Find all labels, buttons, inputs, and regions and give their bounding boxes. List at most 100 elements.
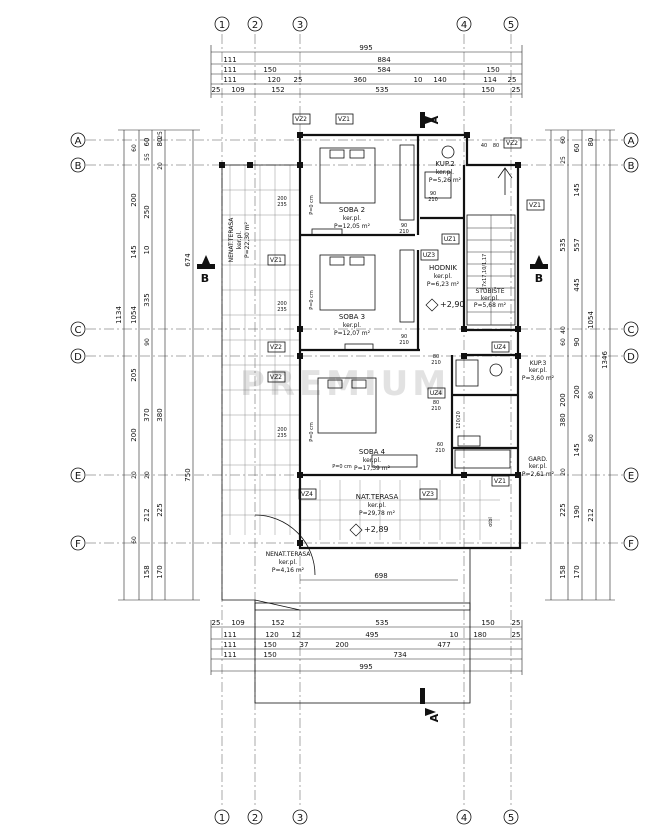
sill-note: P=0 cm	[332, 464, 352, 470]
door-size: 210	[399, 340, 409, 346]
room-floor: ker.pl.	[434, 273, 452, 280]
room-floor: ker.pl.	[481, 295, 499, 302]
section-markers: A A B B	[197, 112, 548, 722]
dim-left-small-0: 25	[157, 131, 164, 139]
dim-bot-r2-3: 495	[365, 631, 378, 639]
terrace-hatch	[222, 165, 500, 540]
axis-label-4-bottom: 4	[461, 813, 467, 824]
dim-top-r3-3: 150	[486, 66, 499, 74]
dim-top-r5-5: 25	[512, 86, 521, 94]
window-tag: VZ1	[270, 257, 282, 264]
room-area: P=2,61 m²	[522, 471, 555, 478]
window-tag: VZ2	[270, 344, 282, 351]
section-arrow-icon	[425, 116, 436, 124]
dim-right-small-4: 80	[588, 391, 595, 399]
room-floor: ker.pl.	[236, 231, 243, 249]
watermark: PREMIUM	[240, 364, 450, 404]
dim-right-second-0: 1054	[587, 311, 595, 329]
room-floor: ker.pl.	[343, 322, 361, 329]
door-size: 90	[430, 191, 436, 197]
dim-bot-r1-2: 152	[271, 619, 284, 627]
dim-top-r2-1: 884	[377, 56, 391, 64]
door-size: 60	[437, 442, 443, 448]
dim-left-fourth-4: 380	[156, 408, 164, 421]
dim-top-r4-2: 25	[294, 76, 303, 84]
room-area: P=12,07 m²	[334, 330, 371, 337]
dim-right-fourth-3: 212	[587, 508, 595, 521]
columns	[219, 132, 521, 546]
window-size: 235	[277, 202, 287, 208]
axis-label-e-right: E	[628, 471, 634, 482]
dim-right-fourth-4: 170	[573, 565, 581, 578]
dim-left-fourth-1: 250	[143, 205, 151, 218]
room-area: P=6,23 m²	[427, 281, 460, 288]
left-dimensions: 1134 1054 674 750 60 200 145 335 205 200…	[115, 129, 200, 601]
dim-bot-r4-1: 150	[263, 651, 276, 659]
dim-left-second-1: 674	[184, 253, 192, 267]
dim-right-fourth-0: 200	[559, 393, 567, 406]
room-name: HODNIK	[429, 264, 457, 272]
window-tag: VZ1	[338, 116, 350, 123]
axis-label-d-right: D	[627, 352, 635, 363]
dim-right-fourth-1: 380	[559, 413, 567, 426]
axis-label-f-right: F	[628, 539, 634, 550]
dim-right-third-0: 80	[587, 138, 595, 147]
axis-label-2-top: 2	[252, 20, 258, 31]
dim-left-small-5: 20	[131, 471, 138, 479]
room-area: P=5,26 m²	[429, 177, 462, 184]
building-outline	[221, 164, 520, 704]
axis-label-a-right: A	[628, 136, 635, 147]
dim-top-r5-4: 150	[481, 86, 494, 94]
dim-bot-r2-0: 111	[223, 631, 236, 639]
dim-top-r4-7: 25	[508, 76, 517, 84]
dim-bot-r1-1: 109	[231, 619, 244, 627]
window-size: 200	[277, 427, 287, 433]
dim-top-r3-1: 150	[263, 66, 276, 74]
dim-left-third-0: 60	[143, 138, 151, 147]
dim-bot-r3-0: 111	[223, 641, 236, 649]
dim-top-r4-0: 111	[223, 76, 236, 84]
room-name: NAT.TERASA	[356, 493, 399, 501]
window-size: 235	[277, 307, 287, 313]
axis-label-5-bottom: 5	[508, 813, 514, 824]
dim-top-r5-2: 152	[271, 86, 284, 94]
dim-top-r4-5: 140	[433, 76, 446, 84]
dim-right-outer: 1346	[601, 351, 609, 369]
section-label-b-left: B	[201, 272, 209, 285]
dim-left-third-7: 170	[156, 565, 164, 578]
dim-bot-r5-0: 995	[359, 663, 372, 671]
window-size: 40	[481, 143, 487, 149]
level-label: +2,90	[440, 300, 465, 309]
walls	[298, 133, 522, 550]
door-size: 210	[431, 360, 441, 366]
level-label: +2,89	[364, 525, 389, 534]
door-size: 210	[399, 229, 409, 235]
dim-top-r2-0: 111	[223, 56, 236, 64]
dim-left-third-5: 200	[130, 428, 138, 441]
steps-note: 17x17,10/1,17	[482, 254, 488, 290]
dim-bot-r2-2: 12	[292, 631, 301, 639]
section-arrow-icon	[202, 255, 210, 264]
room-labels: SOBA 2 ker.pl. P=12,05 m² SOBA 3 ker.pl.…	[228, 160, 555, 574]
dim-bot-r3-4: 477	[437, 641, 450, 649]
dim-bot-r2-1: 120	[265, 631, 278, 639]
room-name: GARD.	[528, 456, 548, 463]
dim-left-small-4: 90	[144, 338, 151, 346]
dim-right-third-2: 145	[573, 183, 581, 196]
axis-label-b-right: B	[628, 161, 635, 172]
dim-left-third-1: 200	[130, 193, 138, 206]
dim-left-small-1: 60	[131, 144, 138, 152]
dim-left-second-2: 750	[184, 468, 192, 481]
grid-bubbles-top: 1 2 3 4 5	[214, 16, 519, 32]
dim-left-third-3: 335	[143, 293, 151, 306]
axis-label-a-left: A	[75, 136, 82, 147]
door-tag: UZ3	[423, 252, 435, 259]
window-size: 200	[277, 196, 287, 202]
room-floor: ker.pl.	[368, 502, 386, 509]
dim-bot-r2-6: 25	[512, 631, 521, 639]
room-floor: ker.pl.	[343, 215, 361, 222]
dim-top-r5-3: 535	[375, 86, 388, 94]
dim-698: 698	[374, 572, 387, 580]
dim-left-small-2: 55	[144, 153, 151, 161]
axis-label-b-left: B	[75, 161, 82, 172]
